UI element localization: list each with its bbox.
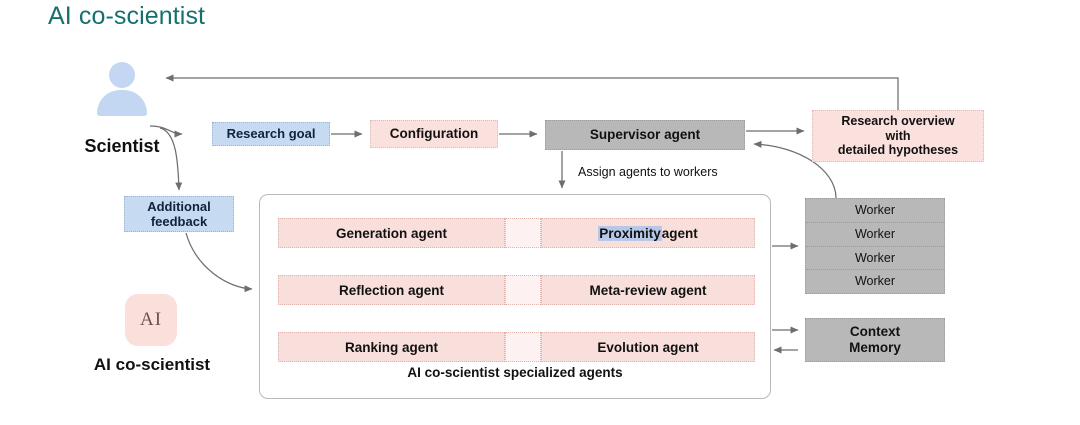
edge-label-assign-agents: Assign agents to workers bbox=[578, 165, 718, 179]
node-ranking-agent[interactable]: Ranking agent bbox=[344, 339, 438, 355]
worker-item: Worker bbox=[806, 222, 944, 246]
worker-item: Worker bbox=[806, 245, 944, 270]
node-context-memory[interactable]: Context Memory bbox=[805, 318, 945, 362]
specialized-agents-container: Generation agent Proximity agent Reflect… bbox=[259, 194, 771, 399]
context-line-2: Memory bbox=[849, 340, 901, 355]
avatar-head bbox=[109, 62, 135, 88]
agent-band-row1-right bbox=[541, 218, 755, 248]
scientist-avatar bbox=[95, 62, 149, 116]
node-meta-review-agent[interactable]: Meta-review agent bbox=[589, 282, 707, 298]
overview-line-3: detailed hypotheses bbox=[837, 143, 959, 158]
node-proximity-agent[interactable]: Proximity agent bbox=[541, 218, 755, 248]
node-reflection-agent[interactable]: Reflection agent bbox=[338, 282, 444, 298]
proximity-highlight: Proximity bbox=[598, 225, 662, 241]
node-evolution-agent[interactable]: Evolution agent bbox=[597, 339, 699, 355]
ai-logo: AI bbox=[125, 294, 177, 346]
agent-band-row2-left bbox=[278, 275, 505, 305]
node-research-goal[interactable]: Research goal bbox=[212, 122, 330, 146]
agent-band-row3-right bbox=[541, 332, 755, 362]
ai-co-scientist-label: AI co-scientist bbox=[93, 355, 211, 374]
agent-band-row2-right bbox=[541, 275, 755, 305]
feedback-line-2: feedback bbox=[150, 214, 208, 229]
node-research-overview[interactable]: Research overview with detailed hypothes… bbox=[812, 110, 984, 162]
worker-item: Worker bbox=[806, 269, 944, 293]
node-supervisor-agent[interactable]: Supervisor agent bbox=[545, 120, 745, 150]
agents-container-caption: AI co-scientist specialized agents bbox=[407, 365, 623, 380]
agent-band-row1-left bbox=[278, 218, 505, 248]
page-title: AI co-scientist bbox=[48, 2, 206, 30]
agent-band-row3-mid bbox=[505, 332, 541, 362]
node-additional-feedback[interactable]: Additional feedback bbox=[124, 196, 234, 232]
node-configuration[interactable]: Configuration bbox=[370, 120, 498, 148]
worker-item: Worker bbox=[854, 203, 896, 218]
avatar-body bbox=[97, 90, 147, 116]
feedback-line-1: Additional bbox=[147, 198, 211, 214]
overview-line-2: with bbox=[885, 128, 911, 143]
node-worker-pool[interactable]: Worker Worker Worker Worker bbox=[805, 198, 945, 294]
node-generation-agent[interactable]: Generation agent bbox=[335, 225, 448, 241]
context-line-1: Context bbox=[849, 324, 901, 340]
scientist-label: Scientist bbox=[84, 136, 160, 156]
overview-line-1: Research overview bbox=[841, 113, 955, 128]
proximity-suffix: agent bbox=[661, 225, 698, 241]
agent-band-row1-mid bbox=[505, 218, 541, 248]
agent-band-row3-left bbox=[278, 332, 505, 362]
agent-band-row2-mid bbox=[505, 275, 541, 305]
